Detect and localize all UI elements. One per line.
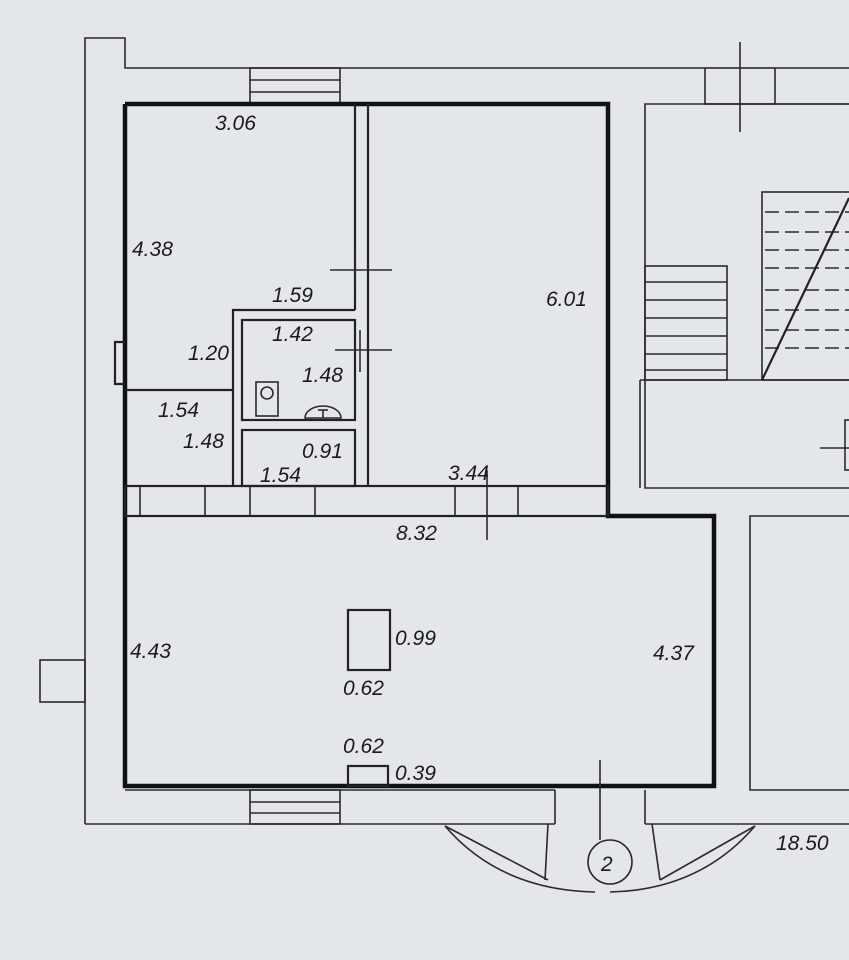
plumbing-fixtures [255,381,342,419]
dim-partition-length: 3.44 [448,462,489,485]
column [346,608,392,672]
dim-niche-depth: 0.39 [395,762,436,785]
top-window [249,67,341,105]
outer-wall-lines [39,37,849,825]
dim-hall-height: 1.20 [188,342,229,365]
dim-total-length: 18.50 [776,832,829,855]
dim-small-room-width: 1.54 [260,464,301,487]
dim-closet-height: 1.48 [183,430,224,453]
neighbour-room [749,515,849,791]
entrance-door [444,760,756,893]
middle-wall-strip [123,470,610,540]
dim-wc-width: 1.42 [272,323,313,346]
dim-corridor-width: 1.59 [272,284,313,307]
dim-main-left-height: 4.43 [130,640,171,663]
entrance-number: 2 [600,853,613,876]
niche [346,764,390,788]
dim-main-width: 8.32 [396,522,437,545]
dim-top-width: 3.06 [215,112,256,135]
dim-wc-height: 1.48 [302,364,343,387]
dim-right-height: 6.01 [546,288,587,311]
dim-column-height: 0.99 [395,627,436,650]
dimension-labels: 3.06 4.38 1.59 6.01 1.42 1.20 1.48 1.54 … [130,112,829,876]
dim-niche-width: 0.62 [343,735,384,758]
dim-main-right-height: 4.37 [653,642,695,665]
dim-room1-height: 4.38 [132,238,173,261]
dim-closet-width: 1.54 [158,399,199,422]
staircase [639,42,849,489]
dim-column-width: 0.62 [343,677,384,700]
dim-small-room-depth: 0.91 [302,440,343,463]
upper-partitions [125,104,392,488]
left-door-notch [113,340,125,386]
bottom-window [249,789,341,825]
premises-outline [122,101,717,789]
